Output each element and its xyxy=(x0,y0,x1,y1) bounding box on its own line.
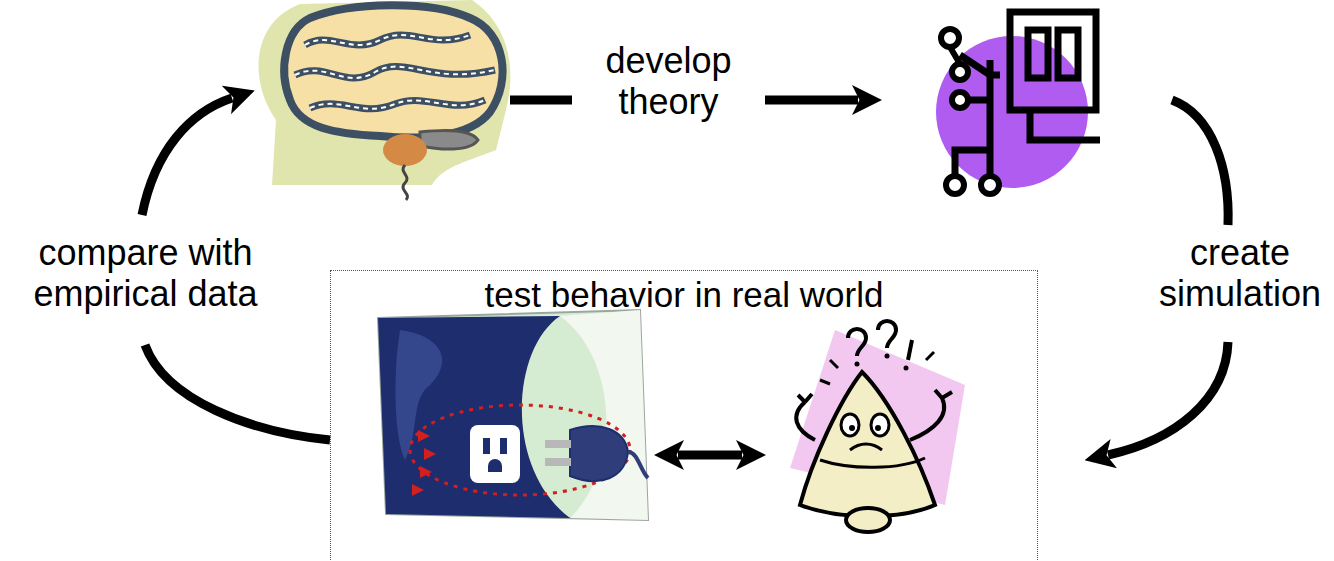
confusion-stroke xyxy=(830,360,838,368)
region-heading: test behavior in real world xyxy=(331,271,1037,315)
question-marks xyxy=(848,321,912,360)
confused-figure-icon xyxy=(790,321,965,532)
figure-arm xyxy=(796,394,815,440)
socket-ground xyxy=(488,459,502,472)
nerve-wire xyxy=(403,165,408,200)
figure-pupil xyxy=(849,425,855,431)
double-arrow xyxy=(678,451,742,460)
brain-head-icon xyxy=(259,0,511,200)
red-mark xyxy=(412,484,424,496)
question-dot xyxy=(855,362,860,367)
brain-folds xyxy=(295,35,495,109)
confusion-strokes xyxy=(820,352,934,384)
red-mark xyxy=(420,466,432,478)
figure-eye xyxy=(871,414,889,436)
world-plug-icon xyxy=(378,310,648,520)
brain xyxy=(284,5,502,137)
question-dots xyxy=(855,354,909,371)
question-dot xyxy=(904,366,909,371)
region-box: test behavior in real world xyxy=(330,270,1038,561)
step-label: compare with empirical data xyxy=(8,232,283,315)
circuit-nodes xyxy=(941,29,999,194)
cerebellum xyxy=(420,130,478,149)
figure-arm xyxy=(910,390,952,440)
step-label: develop theory xyxy=(572,40,765,123)
brain-highlight xyxy=(310,100,485,109)
figure-band xyxy=(820,458,925,467)
confusion-stroke xyxy=(820,380,830,384)
brain-fold xyxy=(305,35,470,45)
continent xyxy=(395,330,442,460)
circuit-node xyxy=(946,176,964,194)
exclamation-mark xyxy=(908,340,912,360)
circuit-node xyxy=(952,64,968,80)
picture-frame xyxy=(378,310,648,520)
screen-panel xyxy=(1028,30,1048,78)
dotted-ring xyxy=(410,405,630,495)
brain-stem xyxy=(383,134,427,166)
figure-wheel xyxy=(846,508,890,532)
arrow-line xyxy=(510,96,572,105)
socket-slot xyxy=(483,438,490,454)
arrow-curve xyxy=(145,345,330,440)
circuit-node xyxy=(941,29,959,47)
computer-icon xyxy=(936,12,1100,194)
computer-lines xyxy=(955,12,1100,180)
circuit-node xyxy=(952,92,968,108)
figure-mouth xyxy=(850,444,882,450)
brain-fold xyxy=(295,67,495,78)
brain-fold xyxy=(310,100,485,109)
arrow-curve xyxy=(142,98,232,215)
screen-panel xyxy=(1058,30,1078,78)
arrow-line xyxy=(765,96,858,105)
figure-eye xyxy=(841,414,859,436)
brain-highlight xyxy=(305,35,470,45)
figure-pupil xyxy=(875,425,881,431)
plug-prong xyxy=(545,458,571,466)
circuit-line xyxy=(950,47,960,64)
socket-outlet xyxy=(470,425,520,483)
question-dot xyxy=(885,354,890,359)
red-mark xyxy=(424,448,436,460)
question-mark xyxy=(848,329,866,356)
figure-body xyxy=(800,372,935,516)
head-silhouette xyxy=(259,0,511,185)
red-marks xyxy=(412,430,436,496)
question-mark xyxy=(878,321,896,348)
step-label: create simulation xyxy=(1150,232,1330,315)
plug-body xyxy=(570,426,628,481)
circuit-node xyxy=(981,176,999,194)
confusion-stroke xyxy=(926,352,934,360)
plug-cable xyxy=(628,452,648,478)
brain-highlights xyxy=(295,35,495,109)
plug-prong xyxy=(545,440,571,448)
circuit-line xyxy=(970,97,990,104)
monitor xyxy=(1010,12,1096,110)
brain-highlight xyxy=(295,67,495,78)
globe xyxy=(378,316,570,518)
arrow-curve xyxy=(1172,100,1228,225)
arrow-curve xyxy=(1108,342,1228,455)
red-mark xyxy=(418,430,430,442)
socket-slot xyxy=(500,438,507,454)
keyboard-line xyxy=(1030,110,1100,140)
